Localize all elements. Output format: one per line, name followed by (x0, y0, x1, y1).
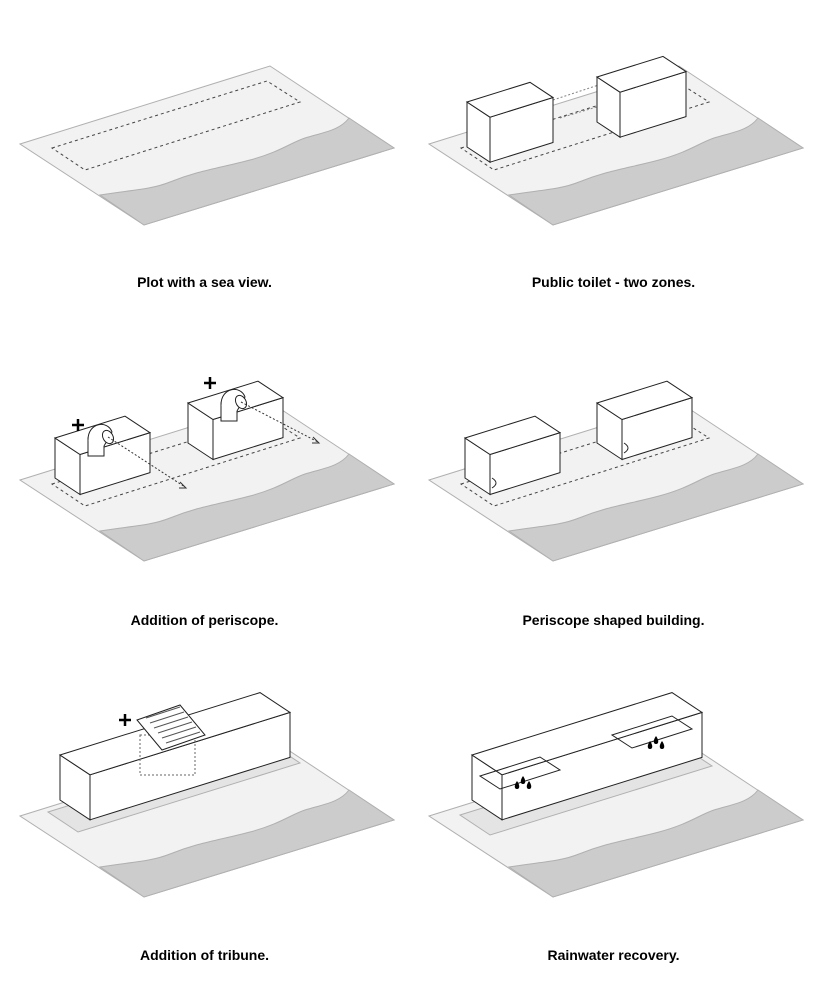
stair-step (157, 721, 193, 734)
water-drop-icon (526, 781, 532, 789)
roof-basin-2 (610, 715, 694, 749)
caption-rainwater: Rainwater recovery. (547, 947, 680, 963)
caption-periscope-building: Periscope shaped building. (522, 612, 705, 628)
stair-step (153, 716, 189, 729)
caption-periscope: Addition of periscope. (130, 612, 279, 628)
periscope-building-2 (595, 380, 694, 461)
tribune-stairs (136, 704, 206, 751)
caption-public-toilet: Public toilet - two zones. (531, 274, 696, 290)
water-drop-icon (653, 736, 659, 744)
stair-step (165, 731, 201, 744)
caption-tribune: Addition of tribune. (139, 947, 270, 963)
water-drop-icon (647, 741, 653, 749)
plus-icon (204, 377, 216, 389)
water-drop-icon (659, 741, 665, 749)
rainwater-building (470, 692, 704, 821)
caption-plot: Plot with a sea view. (137, 274, 272, 290)
building-2 (186, 380, 285, 461)
water-drop-icon (514, 781, 520, 789)
sea-area (98, 789, 396, 898)
toilet-zone-1 (465, 81, 555, 164)
stair-step (161, 726, 197, 739)
box-top-face (595, 55, 688, 93)
stair-step (149, 711, 185, 724)
sea-area (98, 453, 396, 562)
sea-area (507, 789, 805, 898)
sea-area (507, 453, 805, 562)
periscope-2 (220, 389, 248, 422)
arrow-head-icon (179, 436, 321, 489)
view-arrow (107, 401, 319, 488)
plot-outline (50, 80, 302, 171)
plus-icon (119, 714, 131, 726)
toilet-zone-2 (595, 55, 688, 139)
periscope-1 (87, 424, 115, 457)
box-top-face (470, 692, 704, 776)
box-top-face (465, 81, 555, 118)
roof-basin-1 (478, 756, 562, 790)
sea-area (98, 117, 396, 226)
curve-detail (491, 442, 629, 489)
periscope-building-1 (463, 415, 562, 496)
plus-icon (72, 419, 84, 431)
box-top-face (463, 415, 562, 456)
panel-plot (18, 65, 396, 226)
sea-area (507, 117, 805, 226)
box-top-face (595, 380, 694, 421)
stair-step (145, 706, 181, 719)
tribune-projection (139, 734, 196, 776)
water-drop-icon (520, 776, 526, 784)
